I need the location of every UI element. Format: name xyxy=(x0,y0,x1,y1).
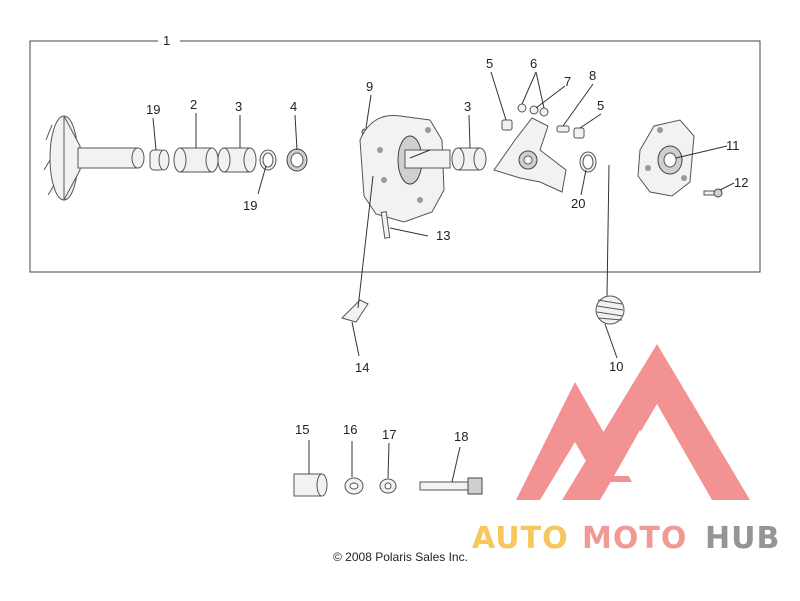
label-1: 1 xyxy=(163,33,170,48)
watermark-auto: AUTO xyxy=(472,521,569,556)
label-12: 12 xyxy=(734,175,748,190)
label-17: 17 xyxy=(382,427,396,442)
label-19-left: 19 xyxy=(146,102,160,117)
seal-4 xyxy=(286,148,308,172)
bolt-12 xyxy=(703,188,723,198)
spider xyxy=(493,117,567,193)
bushing-15 xyxy=(293,473,328,497)
label-9: 9 xyxy=(366,79,373,94)
label-6: 6 xyxy=(530,56,537,71)
button-5-left xyxy=(501,119,513,131)
clip-14 xyxy=(341,299,369,323)
label-18: 18 xyxy=(454,429,468,444)
watermark-text: AUTO MOTO HUB xyxy=(472,521,780,556)
ring-20 xyxy=(579,151,597,173)
button-5-right xyxy=(573,127,585,139)
label-3-left: 3 xyxy=(235,99,242,114)
bushing-3-left xyxy=(217,147,257,173)
label-4: 4 xyxy=(290,99,297,114)
label-19-right: 19 xyxy=(243,198,257,213)
bolt-18 xyxy=(419,477,483,495)
label-15: 15 xyxy=(295,422,309,437)
ring-19-left xyxy=(149,149,170,171)
pin-13 xyxy=(380,211,391,239)
washer-16 xyxy=(344,477,364,495)
roller-6c xyxy=(539,107,549,117)
label-5-left: 5 xyxy=(486,56,493,71)
watermark-hub: HUB xyxy=(705,521,780,556)
label-2: 2 xyxy=(190,97,197,112)
assembly-box xyxy=(29,40,761,273)
copyright-text: © 2008 Polaris Sales Inc. xyxy=(333,550,468,564)
label-14: 14 xyxy=(355,360,369,375)
cover-11 xyxy=(637,119,695,197)
spring-10 xyxy=(595,295,625,325)
label-3-right: 3 xyxy=(464,99,471,114)
label-8: 8 xyxy=(589,68,596,83)
watermark-moto: MOTO xyxy=(582,521,687,556)
washer-17 xyxy=(379,478,397,494)
watermark-logo xyxy=(516,344,750,500)
label-20: 20 xyxy=(571,196,585,211)
label-11: 11 xyxy=(726,138,740,153)
label-16: 16 xyxy=(343,422,357,437)
ring-19-right xyxy=(259,149,277,171)
shaft-sheave xyxy=(43,115,145,201)
label-7: 7 xyxy=(564,74,571,89)
moveable-sheave xyxy=(359,115,451,223)
label-13: 13 xyxy=(436,228,450,243)
roller-6a xyxy=(517,103,527,113)
callout-labels: 1 19 2 3 19 4 9 3 13 5 6 7 8 5 20 11 12 … xyxy=(146,33,748,444)
pin-8 xyxy=(556,125,570,133)
label-10: 10 xyxy=(609,359,623,374)
bushing-3-right xyxy=(451,147,487,171)
bushing-2 xyxy=(173,147,219,173)
label-5-right: 5 xyxy=(597,98,604,113)
leader-lines xyxy=(152,71,735,483)
